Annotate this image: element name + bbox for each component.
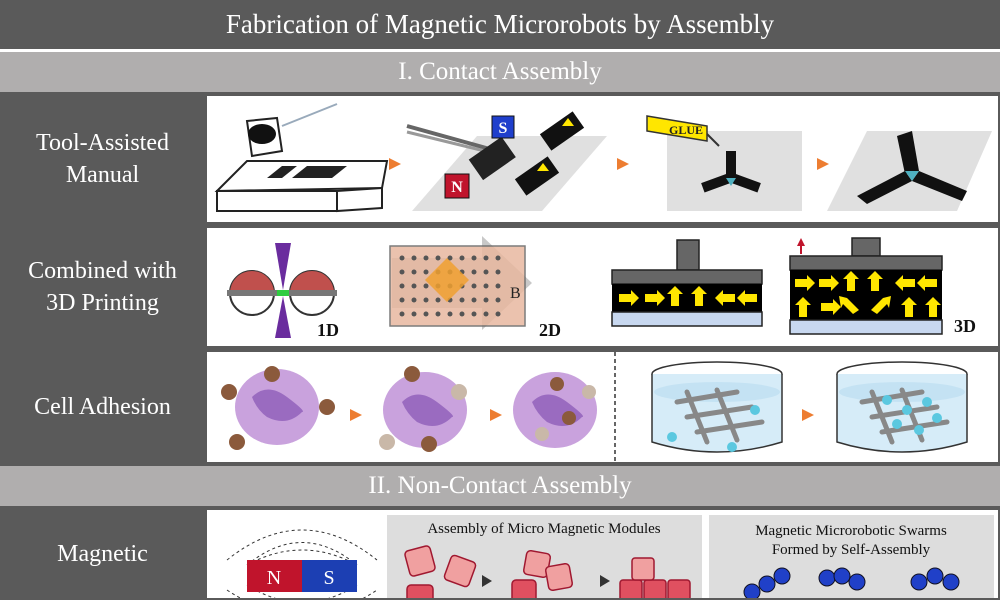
row-label-3d-printing: Combined with 3D Printing: [0, 226, 205, 348]
row-content-3d-printing: 1D B 2D: [205, 226, 1000, 348]
cube-s-label: S: [499, 120, 508, 137]
petri-dish-icon: [836, 361, 968, 453]
magnet-n-label: N: [267, 567, 281, 589]
2d-assembly-icon: B 2D: [389, 236, 561, 340]
arrow-icon: [350, 409, 362, 421]
cell-with-beads-icon: [513, 372, 597, 448]
row-content-magnetic: N S Assembly of Micro Magnetic Modules: [205, 508, 1000, 600]
tool-assisted-illustration: S N GLUE: [214, 103, 992, 213]
section-contact-title: I. Contact Assembly: [0, 52, 1000, 92]
divider: [0, 92, 1000, 94]
label-1d: 1D: [317, 320, 339, 340]
row-label-text: Cell Adhesion: [34, 393, 171, 420]
divider: [0, 464, 1000, 466]
arrow-icon: [802, 409, 814, 421]
assembled-microrobot-icon: [827, 131, 992, 211]
bar-magnet-icon: N S: [226, 529, 378, 598]
row-label-magnetic: Magnetic: [0, 508, 205, 600]
arrow-icon: [600, 575, 610, 587]
3d-printed-structure-icon: 3D: [789, 237, 976, 336]
magnetic-assembly-illustration: N S Assembly of Micro Magnetic Modules: [226, 515, 994, 598]
row-label-line: Manual: [65, 162, 140, 188]
row-label-text: Magnetic: [57, 540, 148, 567]
cell-with-beads-icon: [379, 366, 467, 452]
row-label-line: Combined with: [28, 257, 177, 284]
swarm-particles-icon: [743, 567, 960, 598]
microrobotic-swarms-panel: Magnetic Microrobotic Swarms Formed by S…: [709, 515, 994, 598]
arrow-icon: [482, 575, 492, 587]
row-content-cell-adhesion: [205, 350, 1000, 464]
label-2d: 2D: [539, 320, 561, 340]
mold-tray-icon: [214, 103, 389, 213]
row-label-tool-assisted: Tool-Assisted Manual: [0, 94, 205, 224]
micro-modules-panel: Assembly of Micro Magnetic Modules: [387, 515, 702, 598]
cell-adhesion-illustration: [221, 352, 968, 462]
petri-dish-icon: [651, 361, 783, 453]
micro-modules-title: Assembly of Micro Magnetic Modules: [427, 521, 660, 537]
magnet-s-label: S: [323, 567, 334, 589]
row-content-tool-assisted: S N GLUE: [205, 94, 1000, 224]
3d-print-layer-icon: [611, 239, 763, 327]
arrow-icon: [490, 409, 502, 421]
cell-with-beads-icon: [221, 366, 335, 450]
1d-assembly-icon: 1D: [227, 243, 339, 340]
magnetic-module-icon: [404, 545, 691, 598]
swarms-title-line1: Magnetic Microrobotic Swarms: [755, 523, 947, 539]
divider: [0, 348, 1000, 350]
glue-label: GLUE: [669, 123, 703, 137]
cube-n-label: N: [451, 179, 463, 196]
row-label-cell-adhesion: Cell Adhesion: [0, 350, 205, 464]
swarms-title-line2: Formed by Self-Assembly: [772, 542, 931, 558]
divider: [0, 506, 1000, 508]
figure-title: Fabrication of Magnetic Microrobots by A…: [0, 0, 1000, 52]
tweezer-assembly-icon: S N: [406, 111, 607, 211]
3d-printing-illustration: 1D B 2D: [227, 236, 976, 340]
field-b-label: B: [510, 285, 521, 302]
arrow-icon: [817, 158, 829, 170]
arrow-icon: [389, 158, 401, 170]
divider: [0, 224, 1000, 226]
glue-assembly-icon: GLUE: [646, 115, 802, 211]
row-label-line: 3D Printing: [46, 290, 159, 316]
arrow-icon: [617, 158, 629, 170]
section-noncontact-title: II. Non-Contact Assembly: [0, 466, 1000, 506]
row-label-line: Tool-Assisted: [36, 129, 169, 156]
label-3d: 3D: [954, 316, 976, 336]
